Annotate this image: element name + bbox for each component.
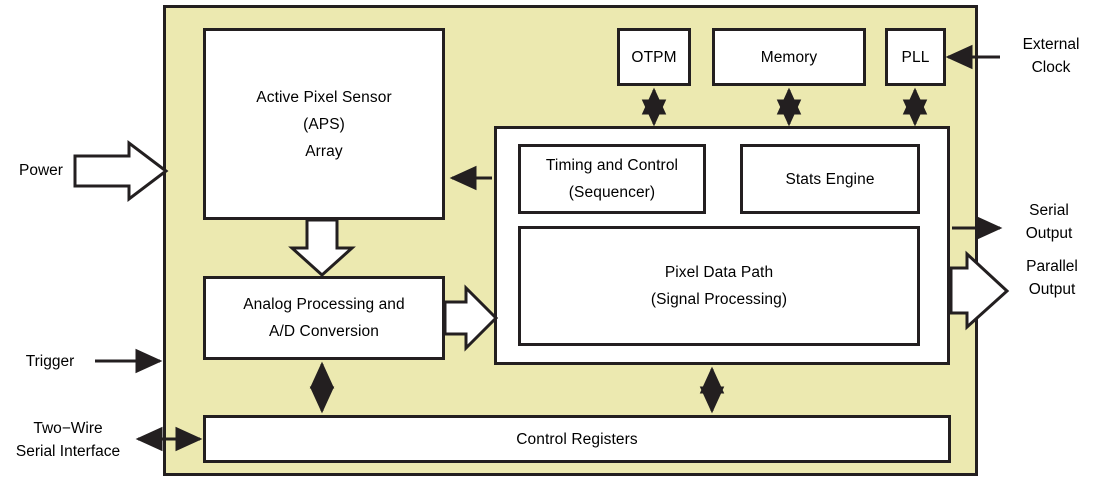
- timing-line-2: (Sequencer): [568, 184, 656, 201]
- pll-label: PLL: [901, 48, 930, 66]
- timing-line-1: Timing and Control: [545, 157, 679, 174]
- label-trigger: Trigger: [25, 353, 75, 370]
- block-pll: PLL: [885, 28, 946, 86]
- arrow-power-block: [73, 139, 169, 203]
- memory-label: Memory: [760, 48, 818, 66]
- aps-line-2: (APS): [303, 115, 345, 133]
- block-memory: Memory: [712, 28, 866, 86]
- block-timing-and-control: Timing and Control (Sequencer): [518, 144, 706, 214]
- block-control-registers: Control Registers: [203, 415, 951, 463]
- block-active-pixel-sensor-array: Active Pixel Sensor (APS) Array: [203, 28, 445, 220]
- stats-label: Stats Engine: [785, 170, 875, 188]
- datapath-line-1: Pixel Data Path: [664, 264, 774, 281]
- block-stats-engine: Stats Engine: [740, 144, 920, 214]
- label-power: Power: [19, 162, 63, 179]
- block-analog-processing-ad-conversion: Analog Processing and A/D Conversion: [203, 276, 445, 360]
- analog-line-2: A/D Conversion: [269, 323, 379, 340]
- aps-line-3: Array: [305, 142, 343, 160]
- analog-line-1: Analog Processing and: [243, 296, 405, 313]
- label-two-wire-serial-interface: Two−Wire Serial Interface: [15, 420, 121, 460]
- label-external-clock: External Clock: [1022, 36, 1080, 76]
- otpm-label: OTPM: [631, 48, 677, 66]
- datapath-line-2: (Signal Processing): [650, 291, 788, 308]
- label-serial-output: Serial Output: [1025, 202, 1073, 242]
- label-parallel-output: Parallel Output: [1026, 258, 1078, 298]
- block-pixel-data-path: Pixel Data Path (Signal Processing): [518, 226, 920, 346]
- block-otpm: OTPM: [617, 28, 691, 86]
- registers-label: Control Registers: [516, 430, 638, 448]
- aps-line-1: Active Pixel Sensor: [256, 88, 392, 106]
